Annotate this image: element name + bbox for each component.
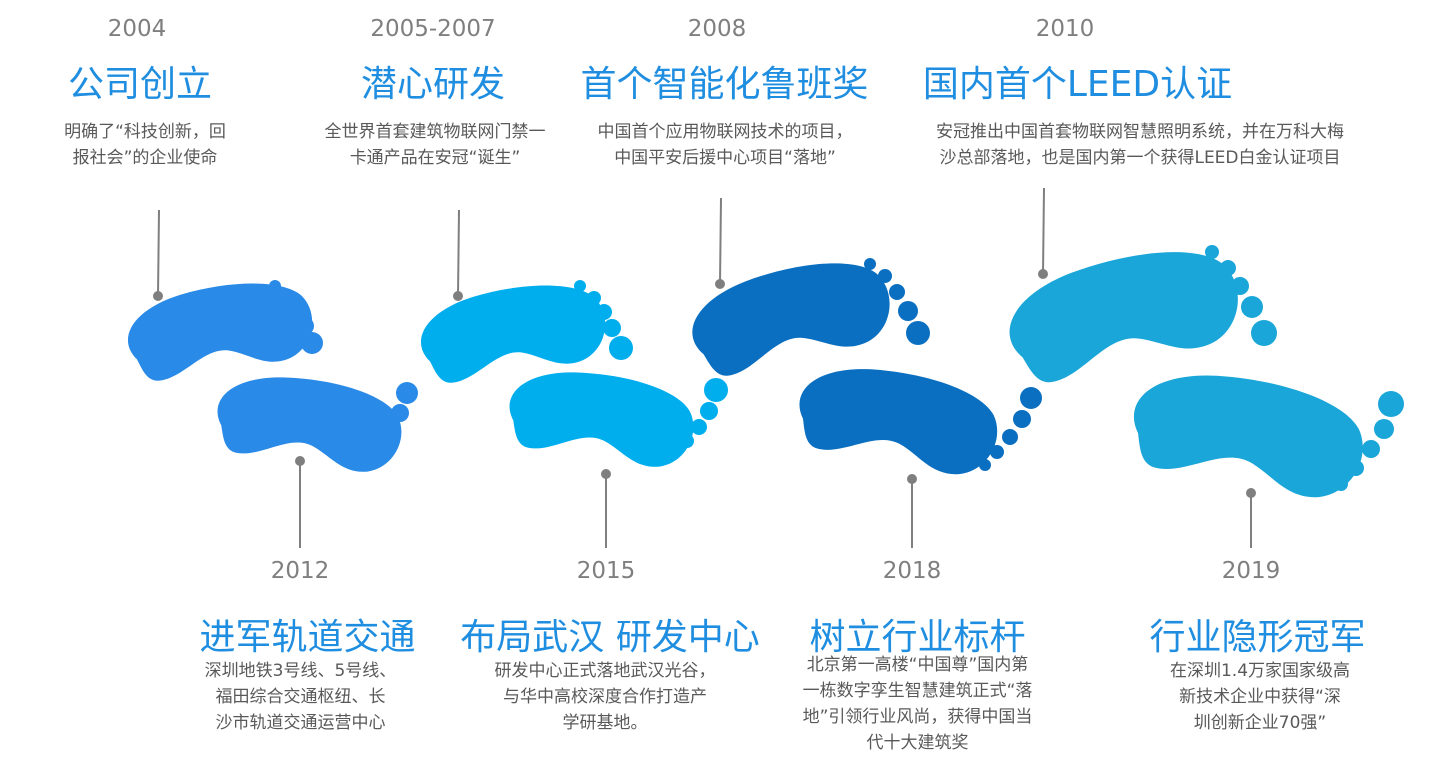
event-title: 首个智能化鲁班奖: [580, 64, 869, 105]
connector-2008: [719, 197, 722, 285]
footprint-lower-3: [790, 352, 1006, 485]
footprint-pair-2: [415, 275, 728, 476]
connector-2010: [1042, 187, 1045, 275]
connector-dot-2004: [153, 291, 163, 301]
event-year: 2010: [1035, 16, 1095, 42]
event-description: 在深圳1.4万家国家级高 新技术企业中获得“深 圳创新企业70强”: [1169, 661, 1351, 733]
footprint-pair-4: [998, 236, 1404, 510]
connector-dot-2010: [1038, 269, 1048, 279]
event-title: 行业隐形冠军: [1149, 617, 1366, 658]
event-title: 树立行业标杆: [809, 617, 1026, 658]
connector-dot-2008: [715, 279, 725, 289]
footprint-lower-1: [210, 364, 409, 481]
event-description: 明确了“科技创新，回 报社会”的企业使命: [64, 122, 226, 168]
connector-2004: [157, 209, 160, 297]
footprint-upper-4: [998, 236, 1248, 389]
footprint-upper-2: [415, 275, 611, 387]
event-description: 中国首个应用物联网技术的项目， 中国平安后援中心项目“落地”: [597, 122, 853, 168]
event-title: 国内首个LEED认证: [922, 64, 1233, 105]
connector-2005: [457, 209, 460, 297]
event-year: 2004: [107, 16, 167, 42]
event-title: 公司创立: [67, 64, 212, 105]
event-description: 深圳地铁3号线、5号线、 福田综合交通枢纽、长 沙市轨道交通运营中心: [204, 661, 397, 733]
event-year: 2018: [882, 558, 942, 584]
connector-lines: [153, 187, 1256, 548]
event-year: 2015: [576, 558, 636, 584]
event-description: 安冠推出中国首套物联网智慧照明系统，并在万科大梅 沙总部落地，也是国内第一个获得…: [936, 122, 1344, 168]
footprint-pair-3: [683, 249, 1042, 485]
event-description: 北京第一高楼“中国尊”国内第 一栋数字孪生智慧建筑正式“落 地”引领行业风尚，获…: [802, 655, 1033, 753]
footprint-pair-1: [122, 273, 418, 481]
event-year: 2008: [687, 16, 747, 42]
event-year: 2019: [1221, 558, 1281, 584]
event-description: 研发中心正式落地武汉光谷， 与华中高校深度合作打造产 学研基地。: [494, 661, 716, 733]
event-title: 布局武汉 研发中心: [460, 617, 760, 658]
event-title: 潜心研发: [360, 64, 505, 105]
event-description: 全世界首套建筑物联网门禁一 卡通产品在安冠“诞生”: [324, 122, 546, 168]
event-year: 2012: [270, 558, 330, 584]
connector-dot-2005: [453, 291, 463, 301]
event-title: 进军轨道交通: [199, 617, 416, 658]
event-year: 2005-2007: [370, 16, 496, 42]
footprint-upper-3: [683, 249, 899, 382]
